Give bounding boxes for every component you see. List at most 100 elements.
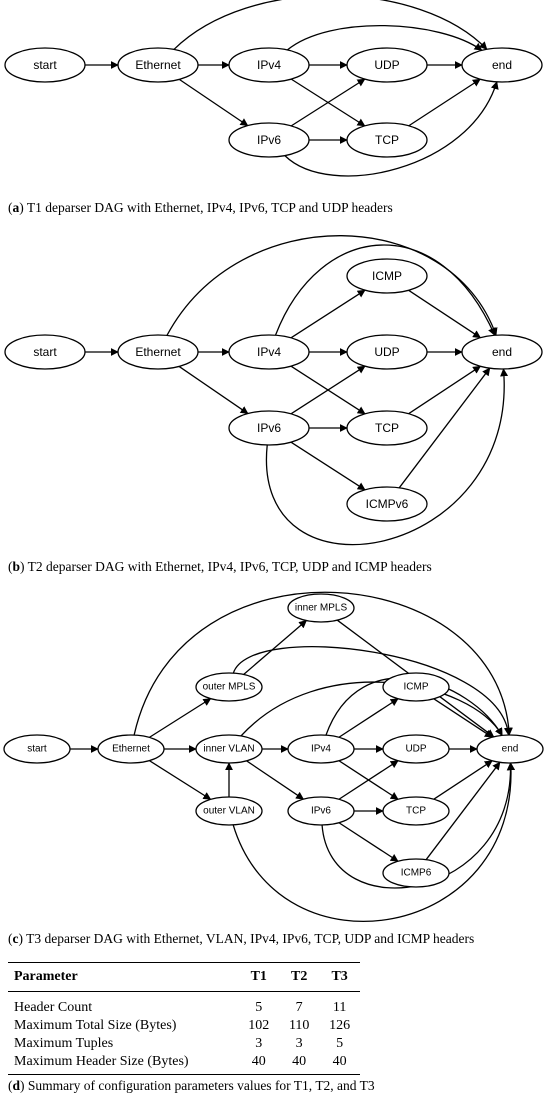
node-label: TCP [406, 806, 426, 817]
cell-t1: 5 [255, 1000, 263, 1015]
node-shape [382, 734, 450, 764]
node-label: start [27, 744, 47, 755]
node-udp: UDP [346, 334, 428, 370]
node-start: start [4, 334, 86, 370]
edge-ipv6-to-udp [290, 78, 366, 127]
edge-icmpv6-to-end [398, 367, 491, 489]
caption-c-label: c [12, 931, 19, 946]
cell-t3: 126 [329, 1018, 351, 1033]
edge-ipv6-to-end [284, 81, 499, 177]
caption-d-label: d [12, 1078, 21, 1093]
cell-t1: 3 [255, 1036, 263, 1051]
node-tcp: TCP [346, 410, 428, 446]
node-shape [461, 47, 543, 83]
node-shape [228, 122, 310, 158]
table-row: Maximum Total Size (Bytes) 102 110 126 [8, 1016, 360, 1034]
node-shape [195, 734, 263, 764]
cell-t3: 11 [332, 1000, 347, 1015]
node-label: Ethernet [135, 58, 181, 72]
caption-c: (c) T3 deparser DAG with Ethernet, VLAN,… [8, 931, 475, 946]
node-ipv6: IPv6 [287, 796, 355, 826]
t3-edges [70, 591, 516, 922]
row-label: Maximum Header Size (Bytes) [14, 1054, 189, 1069]
node-icmpv6: ICMPv6 [346, 486, 428, 522]
header-t3: T3 [331, 969, 348, 984]
node-label: UDP [405, 744, 426, 755]
edge-ipv6-to-udp [338, 760, 399, 800]
node-label: IPv6 [257, 133, 281, 147]
node-shape [4, 334, 86, 370]
edge-ethernet-to-end [133, 591, 513, 736]
caption-c-text: T3 deparser DAG with Ethernet, VLAN, IPv… [23, 931, 475, 946]
caption-d: (d) Summary of configuration parameters … [8, 1078, 375, 1093]
node-label: inner MPLS [295, 603, 348, 614]
edge-ipv4-to-icmp [290, 289, 366, 339]
node-ipv6: IPv6 [228, 410, 310, 446]
node-ipv6: IPv6 [228, 122, 310, 158]
node-shape [346, 334, 428, 370]
edge-icmp-to-end [408, 289, 482, 339]
edge-ipv6-to-udp [290, 365, 366, 415]
row-label: Maximum Total Size (Bytes) [14, 1018, 177, 1033]
cell-t1: 102 [248, 1018, 270, 1033]
node-shape [346, 122, 428, 158]
node-ipv4: IPv4 [228, 334, 310, 370]
edge-ethernet-to-outer-vlan [149, 760, 212, 800]
node-shape [117, 47, 199, 83]
node-shape [195, 796, 263, 826]
node-shape [195, 672, 263, 702]
node-label: IPv4 [257, 58, 281, 72]
edge-ethernet-to-outer-mpls [149, 698, 212, 738]
parameters-table: Parameter T1 T2 T3 Header Count 5 7 11 M… [8, 962, 360, 1075]
caption-b-text: T2 deparser DAG with Ethernet, IPv4, IPv… [24, 559, 432, 574]
node-shape [287, 593, 355, 623]
node-label: ICMP [372, 269, 402, 283]
node-label: IPv6 [257, 421, 281, 435]
node-ipv4: IPv4 [287, 734, 355, 764]
cell-t2: 7 [295, 1000, 303, 1015]
node-start: start [3, 734, 71, 764]
node-shape [228, 334, 310, 370]
cell-t1: 40 [251, 1054, 266, 1069]
node-label: start [33, 345, 57, 359]
t2-edges [85, 235, 509, 546]
node-label: TCP [375, 133, 399, 147]
edge-outer-vlan-to-end [232, 762, 516, 922]
node-shape [346, 258, 428, 294]
node-icmp6: ICMP6 [382, 858, 450, 888]
node-shape [476, 734, 544, 764]
caption-a: (a) T1 deparser DAG with Ethernet, IPv4,… [8, 200, 393, 215]
node-inner-mpls: inner MPLS [287, 593, 355, 623]
node-shape [4, 47, 86, 83]
node-label: Ethernet [112, 744, 150, 755]
node-label: ICMPv6 [366, 497, 409, 511]
node-shape [461, 334, 543, 370]
node-shape [382, 796, 450, 826]
caption-b: (b) T2 deparser DAG with Ethernet, IPv4,… [8, 559, 432, 574]
node-end: end [461, 334, 543, 370]
node-label: UDP [374, 58, 399, 72]
node-shape [97, 734, 165, 764]
node-label: inner VLAN [203, 744, 254, 755]
edge-ethernet-to-ipv6 [178, 365, 249, 415]
node-label: ICMP [404, 682, 429, 693]
edge-icmp-to-end [433, 698, 493, 738]
table-header-row: Parameter T1 T2 T3 [8, 962, 360, 992]
row-label: Header Count [14, 1000, 93, 1015]
edge-ethernet-to-end [173, 0, 488, 50]
edge-outer-mpls-to-inner-mpls [243, 620, 307, 675]
table-row: Maximum Tuples 3 3 5 [8, 1034, 360, 1052]
cell-t2: 40 [292, 1054, 307, 1069]
node-label: outer VLAN [203, 806, 255, 817]
table-row: Maximum Header Size (Bytes) 40 40 40 [8, 1052, 360, 1075]
node-shape [117, 334, 199, 370]
node-shape [287, 734, 355, 764]
cell-t3: 5 [336, 1036, 344, 1051]
node-shape [287, 796, 355, 826]
edge-tcp-to-end [433, 760, 493, 800]
node-shape [346, 47, 428, 83]
